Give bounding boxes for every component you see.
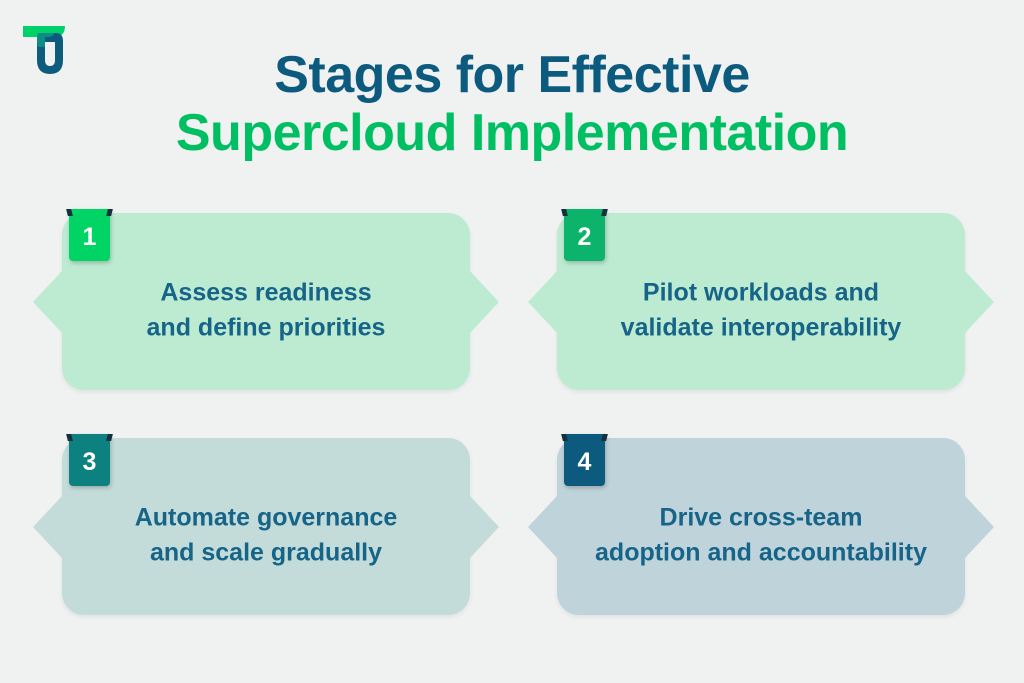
- left-arrow-tab-icon: [528, 495, 557, 558]
- stage-card-3-line-2: and scale gradually: [149, 538, 383, 567]
- page-title-line-2: Supercloud Implementation: [175, 104, 849, 163]
- badge-pin-left-icon: [561, 434, 568, 441]
- stage-number-badge-1: 1: [66, 209, 113, 261]
- stage-card-4-line-2: adoption and accountability: [595, 538, 927, 567]
- stage-card-1[interactable]: 1 Assess readiness and define priorities: [33, 209, 499, 390]
- stage-card-4-body: [528, 438, 994, 615]
- stage-card-1-text: Assess readiness and define priorities: [62, 275, 470, 346]
- left-arrow-tab-icon: [33, 495, 62, 558]
- stage-card-3-line-1: Automate governance: [134, 503, 398, 531]
- stage-number-4: 4: [577, 447, 592, 476]
- left-arrow-tab-icon: [33, 270, 62, 333]
- stage-number-badge-3: 3: [66, 434, 113, 486]
- stage-card-3-text: Automate governance and scale gradually: [62, 500, 470, 571]
- stage-card-2-line-1: Pilot workloads and: [642, 278, 880, 306]
- page-title: Stages for Effective Supercloud Implemen…: [0, 46, 1024, 162]
- stage-card-2-body: [528, 213, 994, 390]
- stage-number-3: 3: [82, 447, 97, 476]
- badge-pin-left-icon: [561, 209, 568, 216]
- stage-card-3-body: [33, 438, 499, 615]
- right-arrow-tab-icon: [470, 495, 499, 558]
- stage-card-2-line-2: validate interoperability: [620, 313, 902, 342]
- right-arrow-tab-icon: [965, 270, 994, 333]
- tu-monogram-logo: [20, 20, 80, 80]
- stage-card-4-text: Drive cross-team adoption and accountabi…: [557, 500, 965, 571]
- stage-card-2-text: Pilot workloads and validate interoperab…: [557, 275, 965, 346]
- stage-number-badge-4: 4: [561, 434, 608, 486]
- badge-pin-left-icon: [66, 209, 73, 216]
- stage-card-1-body: [33, 213, 499, 390]
- stage-card-3[interactable]: 3 Automate governance and scale graduall…: [33, 434, 499, 615]
- stage-card-1-line-1: Assess readiness: [160, 278, 372, 306]
- stages-grid: 1 Assess readiness and define priorities…: [0, 209, 1024, 625]
- stage-number-badge-2: 2: [561, 209, 608, 261]
- stage-number-2: 2: [577, 222, 592, 251]
- page-title-line-1: Stages for Effective: [274, 46, 750, 104]
- stage-card-4-line-1: Drive cross-team: [659, 503, 863, 531]
- badge-pin-left-icon: [66, 434, 73, 441]
- right-arrow-tab-icon: [470, 270, 499, 333]
- stage-card-2[interactable]: 2 Pilot workloads and validate interoper…: [528, 209, 994, 390]
- left-arrow-tab-icon: [528, 270, 557, 333]
- stage-card-1-line-2: and define priorities: [146, 313, 386, 342]
- stage-number-1: 1: [82, 222, 97, 251]
- stage-card-4[interactable]: 4 Drive cross-team adoption and accounta…: [528, 434, 994, 615]
- right-arrow-tab-icon: [965, 495, 994, 558]
